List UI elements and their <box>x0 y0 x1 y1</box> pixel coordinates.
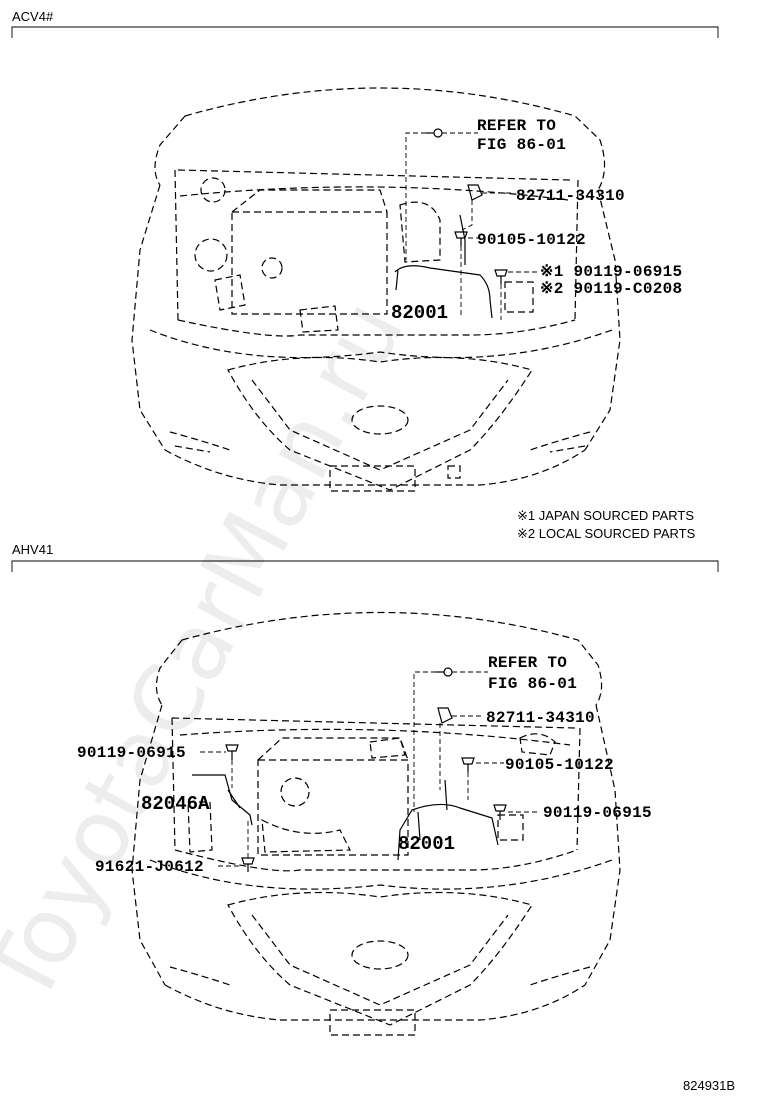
acv4-refer-drop <box>405 132 426 260</box>
ahv41-bolt-right-part-number: 90119-06915 <box>543 804 652 822</box>
acv4-clamp-icon <box>467 184 483 201</box>
ahv41-bolt-left-icon <box>225 744 239 760</box>
ahv41-wire-part-a-number: 82046A <box>141 793 210 815</box>
ahv41-refer-drop <box>413 671 436 812</box>
ahv41-bolt-lower-part-number: 91621-J0612 <box>95 858 204 876</box>
acv4-refer-bolt-icon <box>426 128 443 138</box>
acv4-refer-line1: REFER TO <box>477 117 556 135</box>
section-label-ahv41: AHV41 <box>12 542 53 557</box>
section-bracket-acv4 <box>11 26 719 38</box>
acv4-wire-part-number: 82001 <box>391 302 448 324</box>
section-label-acv4: ACV4# <box>12 9 54 24</box>
ahv41-wire-part-number: 82001 <box>398 833 455 855</box>
note-local-sourced: ※2 LOCAL SOURCED PARTS <box>517 526 696 541</box>
ahv41-refer-line2: FIG 86-01 <box>488 675 577 693</box>
acv4-clamp-part-number: 82711-34310 <box>516 187 625 205</box>
ahv41-clamp-part-number: 82711-34310 <box>486 709 595 727</box>
ahv41-bolt-lower-icon <box>241 857 255 872</box>
engine-bay-drawing-acv4 <box>131 87 621 492</box>
figure-id: 824931B <box>683 1078 735 1093</box>
acv4-local-bolt-part-number: ※2 90119-C0208 <box>540 280 682 298</box>
section-bracket-ahv41 <box>11 560 719 572</box>
ahv41-bolt-part-number: 90105-10122 <box>505 756 614 774</box>
acv4-bolt-icon <box>454 231 468 246</box>
ahv41-bolt-right-icon <box>493 804 507 820</box>
ahv41-clamp-icon <box>437 707 453 724</box>
acv4-clamp-drop <box>461 200 473 231</box>
ahv41-refer-line1: REFER TO <box>488 654 567 672</box>
acv4-japan-bolt-part-number: ※1 90119-06915 <box>540 263 682 281</box>
acv4-japan-bolt-icon <box>494 269 508 284</box>
ahv41-bolt-left-part-number: 90119-06915 <box>77 744 186 762</box>
ahv41-bolt-icon <box>461 757 475 772</box>
acv4-refer-line2: FIG 86-01 <box>477 136 566 154</box>
acv4-bolt-part-number: 90105-10122 <box>477 231 586 249</box>
engine-bay-drawing-ahv41 <box>131 611 621 1036</box>
note-japan-sourced: ※1 JAPAN SOURCED PARTS <box>517 508 694 523</box>
watermark-text: ToyotaCarMan.ru <box>0 283 425 1021</box>
ahv41-refer-bolt-icon <box>436 667 453 677</box>
